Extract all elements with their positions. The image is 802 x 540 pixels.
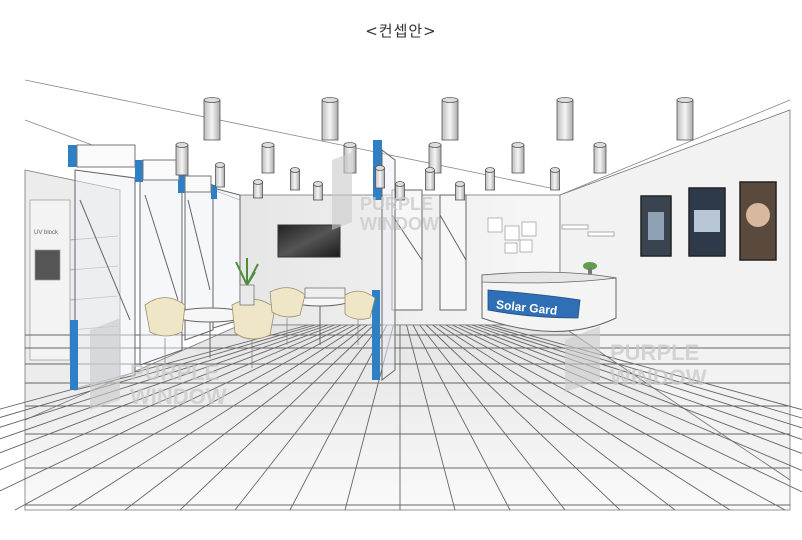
reception-desk <box>481 271 617 332</box>
pendant-light-top <box>550 167 560 173</box>
pendant-light-top <box>321 97 339 103</box>
lounge-plant <box>235 258 259 306</box>
pendant-light <box>511 144 525 174</box>
floor-grid-line <box>412 324 511 511</box>
watermark-mark <box>90 152 600 410</box>
pendant-light-top <box>215 162 225 168</box>
pendant-light <box>290 169 300 191</box>
tv-screen <box>277 224 341 258</box>
floor-grid-line <box>419 324 566 511</box>
floor-grid-line <box>179 324 375 511</box>
pendant-light-top <box>313 181 323 187</box>
pendant-light-top <box>428 142 442 148</box>
pendant-light <box>441 99 459 141</box>
floor-grid-line <box>0 324 342 471</box>
wall-label: UV block <box>34 230 59 236</box>
pendant-light-top <box>261 142 275 148</box>
pendant-light-top <box>290 167 300 173</box>
pendant-light-top <box>395 181 405 187</box>
pendant-light-top <box>203 97 221 103</box>
pendant-light-top <box>485 167 495 173</box>
page-caption: <컨셉안> <box>365 22 437 40</box>
floor-grid-line <box>69 324 361 511</box>
floor-grid-line <box>452 324 802 493</box>
floor-grid-line <box>124 324 368 511</box>
floor-grid-line <box>432 324 676 511</box>
center-partition <box>381 148 396 382</box>
lounge-furniture <box>144 287 376 368</box>
pendant-light <box>485 169 495 191</box>
watermark-line2: WINDOW <box>610 365 707 390</box>
watermark-line1: PURPLE <box>610 340 699 365</box>
pendant-light <box>203 99 221 141</box>
pendant-light-top <box>593 142 607 148</box>
pendant-light <box>550 169 560 191</box>
floor-grid-line <box>234 324 381 511</box>
floor-grid-line <box>439 324 731 511</box>
watermark-line2: WINDOW <box>130 384 227 409</box>
floor-grid-line <box>0 324 309 410</box>
floor-grid-line <box>425 324 621 511</box>
floor-grid-line <box>465 324 802 454</box>
watermark-line1: PURPLE <box>360 194 433 214</box>
floor-grid-line <box>0 324 329 440</box>
back-doorway <box>391 189 467 311</box>
watermark-line2: WINDOW <box>360 214 439 234</box>
floor-grid-line <box>0 324 322 428</box>
partition-header-panels <box>76 144 212 193</box>
floor-grid-line <box>458 324 802 472</box>
pendant-light <box>215 164 225 188</box>
floor-grid-line <box>406 324 456 511</box>
pendant-light <box>676 99 694 141</box>
floor-grid-line <box>14 324 355 511</box>
pendant-light-top <box>343 142 357 148</box>
floor-grid-line <box>289 324 388 511</box>
pendant-lights <box>175 97 694 201</box>
right-wall-posters <box>640 181 777 261</box>
floor-grid-line <box>445 324 786 511</box>
pendant-light-top <box>511 142 525 148</box>
floor-grid-line <box>491 324 802 411</box>
pendant-light <box>556 99 574 141</box>
pendant-light-top <box>455 181 465 187</box>
wall-frames <box>487 217 537 254</box>
pendant-light-top <box>253 179 263 185</box>
right-wall-shelves <box>561 224 615 237</box>
pendant-light <box>375 167 385 189</box>
pendant-light <box>175 144 189 176</box>
pendant-light <box>593 144 607 174</box>
pendant-light-top <box>556 97 574 103</box>
pendant-light <box>261 144 275 174</box>
desk-plant <box>583 262 597 274</box>
pendant-light-top <box>676 97 694 103</box>
pendant-light <box>425 169 435 191</box>
reception-sign: Solar Gard <box>495 297 557 317</box>
floor-grid-line <box>0 324 348 492</box>
pendant-light-top <box>175 142 189 148</box>
floor-grid-line <box>0 324 335 454</box>
pendant-light-top <box>375 165 385 171</box>
watermark-line1: PURPLE <box>130 360 219 385</box>
pendant-light-top <box>425 167 435 173</box>
pendant-light <box>321 99 339 141</box>
floor-grid <box>0 324 802 511</box>
floor-grid-line <box>471 324 802 441</box>
pendant-light-top <box>441 97 459 103</box>
